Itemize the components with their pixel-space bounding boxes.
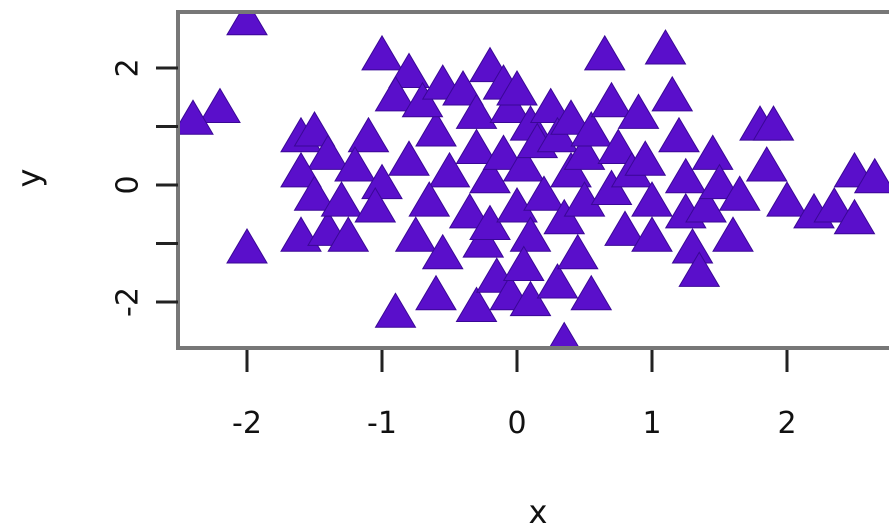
data-point [556, 233, 599, 270]
data-point [502, 146, 545, 182]
data-point [536, 263, 579, 299]
data-point [442, 70, 484, 106]
data-point [617, 93, 660, 129]
data-point [388, 140, 430, 176]
data-point [469, 157, 511, 194]
data-point [631, 181, 673, 217]
data-point [543, 198, 586, 235]
data-point [374, 292, 417, 328]
data-point [604, 210, 646, 246]
data-point [428, 151, 471, 188]
data-point [583, 34, 626, 71]
data-point [469, 204, 511, 241]
data-point [853, 157, 889, 194]
y-axis-title: y [10, 169, 48, 188]
data-point [548, 321, 580, 348]
data-point [320, 181, 363, 217]
data-point [347, 116, 390, 153]
data-point [455, 128, 498, 164]
data-point [455, 93, 498, 129]
data-point [597, 128, 640, 164]
data-point [698, 163, 741, 200]
x-tick-label: 2 [777, 406, 796, 441]
data-point [658, 116, 700, 153]
data-point [293, 110, 336, 147]
data-point [766, 181, 808, 217]
y-tick-label: 0 [111, 175, 146, 194]
data-point [570, 274, 613, 311]
data-point [415, 110, 457, 147]
y-tick-label: 2 [111, 58, 146, 77]
data-point [685, 187, 727, 223]
data-point [178, 99, 214, 135]
data-point [455, 286, 498, 322]
data-point [678, 251, 721, 287]
data-point [307, 134, 349, 170]
data-point [509, 216, 552, 252]
y-tick-label: -2 [111, 287, 146, 317]
x-tick-label: 0 [507, 406, 526, 441]
data-point [523, 175, 565, 211]
data-point [361, 34, 403, 71]
data-point [408, 181, 451, 217]
data-point [651, 75, 694, 112]
data-point [448, 192, 491, 229]
x-axis-title: x [529, 493, 548, 531]
data-point [644, 29, 687, 65]
data-point [334, 146, 376, 182]
y-axis-ticks: -2 0 2 [111, 58, 178, 317]
data-point [813, 187, 856, 223]
data-point [691, 134, 734, 170]
data-point [482, 134, 525, 170]
data-point [354, 187, 397, 223]
data-point [462, 222, 505, 258]
data-point [590, 169, 633, 205]
x-axis-ticks: -2 -1 0 1 2 [232, 350, 797, 441]
data-point [401, 81, 444, 118]
x-tick-label: 1 [642, 406, 661, 441]
data-point [631, 216, 673, 252]
data-point [563, 134, 606, 170]
data-point [502, 245, 545, 281]
data-point [415, 274, 457, 311]
data-point [327, 216, 370, 252]
data-points [178, 12, 889, 348]
plot-frame [176, 10, 889, 350]
data-point [745, 146, 788, 182]
data-point [226, 12, 268, 36]
data-point [280, 151, 322, 188]
data-point [712, 216, 754, 252]
data-point [590, 81, 633, 118]
data-point [550, 99, 592, 135]
data-point [509, 280, 552, 317]
data-point [536, 116, 579, 153]
data-point [529, 87, 572, 124]
data-point [624, 140, 667, 176]
data-point [496, 70, 538, 106]
data-point [226, 227, 268, 264]
data-point [671, 227, 714, 264]
data-point [374, 75, 417, 112]
data-point [293, 175, 336, 211]
x-tick-label: -1 [367, 406, 397, 441]
data-point [489, 87, 532, 124]
data-point [388, 52, 430, 88]
data-point [664, 157, 707, 194]
data-point [570, 110, 613, 147]
x-tick-label: -2 [232, 406, 262, 441]
data-point [394, 216, 437, 252]
data-point [421, 233, 464, 270]
data-point [833, 198, 876, 235]
data-point [199, 87, 241, 124]
data-point [550, 151, 592, 188]
data-point [718, 175, 761, 211]
data-point [752, 105, 795, 141]
